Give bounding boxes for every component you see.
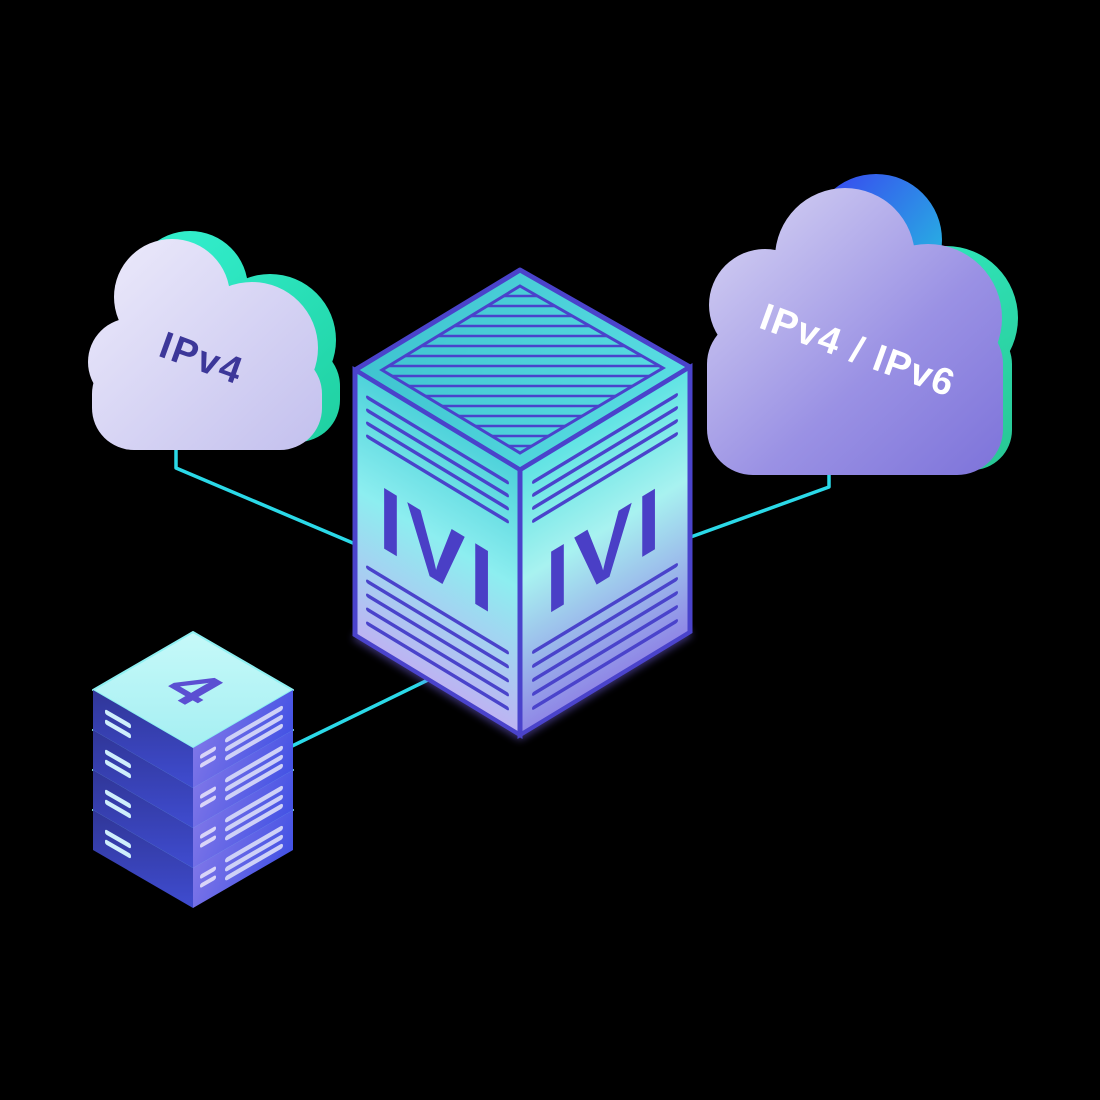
server-unit-left-face xyxy=(93,690,193,788)
slot xyxy=(105,709,131,729)
vent xyxy=(225,714,283,752)
face-stripe xyxy=(532,605,678,696)
slot xyxy=(200,875,216,888)
server-unit-left-face xyxy=(93,810,193,908)
connector-server-stack-to-translator xyxy=(286,675,436,750)
face-stripe xyxy=(366,593,509,683)
slot xyxy=(200,786,216,799)
face-stripe xyxy=(366,579,509,669)
server-unit-left-face xyxy=(93,730,193,828)
left-cloud-icon xyxy=(88,239,322,450)
face-stripe xyxy=(532,591,678,682)
server-unit-left-slots xyxy=(105,709,131,739)
server-unit-vents xyxy=(200,785,283,848)
right-cloud-icon xyxy=(707,188,1003,475)
cloud-shape xyxy=(707,318,1003,475)
vent xyxy=(225,754,283,792)
face-stripe xyxy=(532,406,678,497)
slot xyxy=(200,835,216,848)
cube-right-face: IVI xyxy=(517,363,693,740)
server-unit-left-slots xyxy=(105,749,131,779)
face-stripe xyxy=(532,419,678,510)
slot xyxy=(105,759,131,779)
face-stripe xyxy=(366,395,509,485)
server-unit-left-slots xyxy=(105,829,131,859)
face-stripe xyxy=(532,393,678,484)
slot xyxy=(200,755,216,768)
server-unit-vents xyxy=(200,745,283,808)
server-unit-vents xyxy=(200,705,283,768)
slot xyxy=(200,746,216,759)
slot xyxy=(105,799,131,819)
slot xyxy=(200,826,216,839)
face-stripe xyxy=(366,621,509,711)
face-stripe xyxy=(366,607,509,697)
face-stripe xyxy=(366,408,509,498)
server-unit-left-face xyxy=(93,770,193,868)
vent xyxy=(225,794,283,832)
vent xyxy=(225,705,283,743)
vent xyxy=(225,803,283,841)
vent xyxy=(225,785,283,823)
face-stripe xyxy=(532,563,678,654)
face-stripe xyxy=(532,577,678,668)
vent xyxy=(225,843,283,881)
vent xyxy=(225,723,283,761)
slot xyxy=(105,829,131,849)
face-stripe xyxy=(366,434,509,524)
slot xyxy=(200,795,216,808)
cube-left-face: IVI xyxy=(352,365,523,739)
vent xyxy=(225,825,283,863)
vent xyxy=(225,834,283,872)
vent xyxy=(225,745,283,783)
vent xyxy=(225,763,283,801)
slot xyxy=(105,789,131,809)
server-unit-vents xyxy=(200,825,283,888)
server-unit xyxy=(92,631,294,788)
server-unit-left-slots xyxy=(105,789,131,819)
slot xyxy=(105,719,131,739)
face-stripe xyxy=(366,565,509,655)
left-cloud-node: IPv4 xyxy=(88,231,340,450)
cloud-shape xyxy=(92,352,322,450)
slot xyxy=(105,839,131,859)
cube-right-surface xyxy=(517,363,693,740)
face-stripe xyxy=(532,619,678,710)
slot xyxy=(200,866,216,879)
slot xyxy=(105,749,131,769)
face-stripe xyxy=(366,421,509,511)
face-stripe xyxy=(532,432,678,523)
translator-node: IVI IVI xyxy=(352,267,693,741)
connector-left-cloud-to-translator xyxy=(174,442,362,548)
cube-top-inner-border xyxy=(379,284,666,455)
right-cloud-node: IPv4 / IPv6 xyxy=(707,174,1018,475)
server-stack-node: 4 xyxy=(92,631,294,908)
